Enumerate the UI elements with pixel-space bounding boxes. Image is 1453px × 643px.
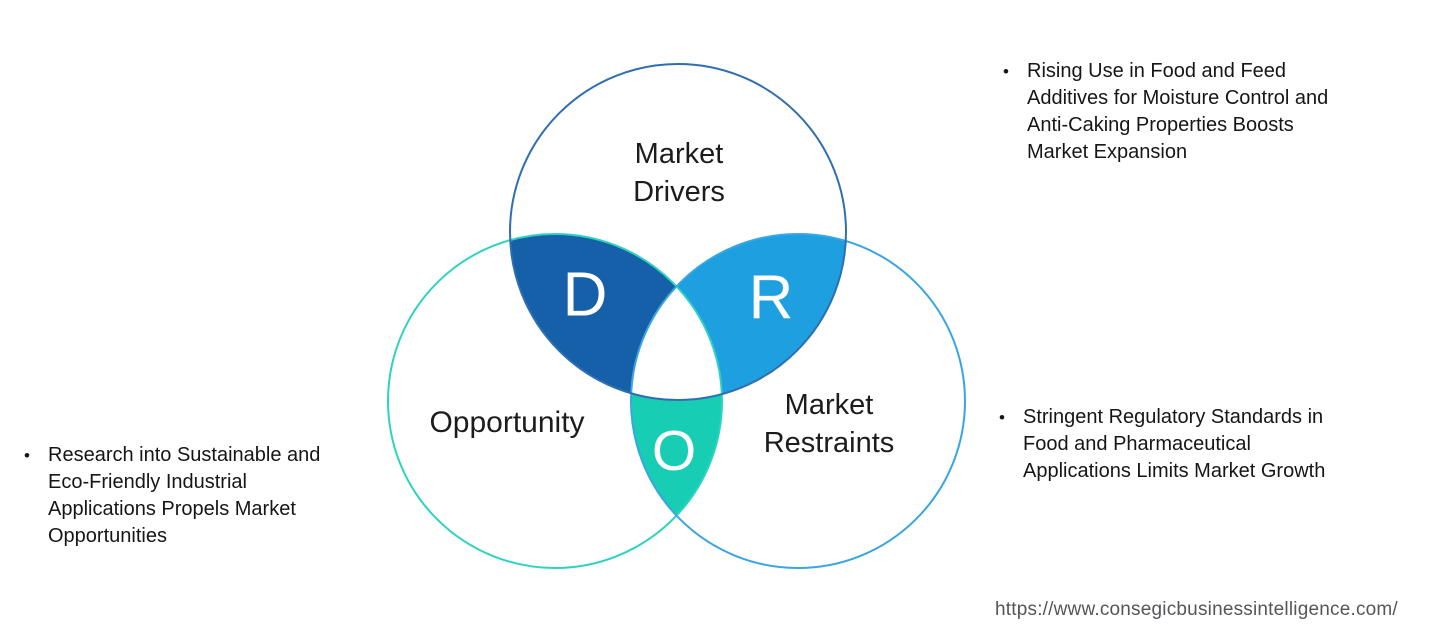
drivers-bullet: • Rising Use in Food and Feed Additives … (1003, 58, 1409, 166)
source-url: https://www.consegicbusinessintelligence… (995, 599, 1398, 620)
d-region (510, 234, 722, 400)
restraints-label-line1: Market (784, 389, 874, 421)
drivers-bullet-line: Additives for Moisture Control and (1027, 87, 1329, 109)
restraints-circle-label: Market Restraints (729, 386, 929, 462)
restraints-label-line2: Restraints (763, 427, 895, 459)
opportunity-bullet-line: Research into Sustainable and (48, 444, 321, 466)
restraints-bullet-line: Stringent Regulatory Standards in (1023, 406, 1324, 428)
opportunity-circle-label: Opportunity (407, 404, 607, 442)
o-region-letter: O (651, 419, 697, 483)
restraints-bullet-line: Applications Limits Market Growth (1023, 460, 1326, 482)
opportunity-bullet-line: Applications Propels Market (48, 498, 296, 520)
restraints-bullet: • Stringent Regulatory Standards in Food… (999, 404, 1415, 485)
opportunity-label-line1: Opportunity (429, 406, 585, 439)
drivers-bullet-line: Anti-Caking Properties Boosts (1027, 114, 1294, 136)
drivers-label-line2: Drivers (633, 176, 725, 208)
d-region-letter: D (562, 260, 608, 330)
bullet-marker: • (1003, 62, 1009, 81)
drivers-circle-outline (509, 63, 847, 401)
opportunity-bullet: • Research into Sustainable and Eco-Frie… (24, 442, 400, 550)
opportunity-bullet-line: Eco-Friendly Industrial (48, 471, 247, 493)
drivers-circle-label: Market Drivers (579, 135, 779, 211)
opportunity-bullet-line: Opportunities (48, 525, 167, 547)
r-region (631, 234, 846, 400)
drivers-label-line1: Market (634, 138, 724, 170)
drivers-bullet-line: Rising Use in Food and Feed (1027, 60, 1287, 82)
opportunity-circle-outline (387, 233, 723, 569)
restraints-bullet-text: Stringent Regulatory Standards in Food a… (1023, 404, 1325, 485)
bullet-marker: • (999, 408, 1005, 427)
r-region-letter: R (748, 263, 794, 333)
drivers-bullet-text: Rising Use in Food and Feed Additives fo… (1027, 58, 1328, 166)
drivers-bullet-line: Market Expansion (1027, 141, 1188, 163)
restraints-bullet-line: Food and Pharmaceutical (1023, 433, 1251, 455)
restraints-circle-outline (630, 233, 966, 569)
bullet-marker: • (24, 446, 30, 465)
opportunity-bullet-text: Research into Sustainable and Eco-Friend… (48, 442, 320, 550)
